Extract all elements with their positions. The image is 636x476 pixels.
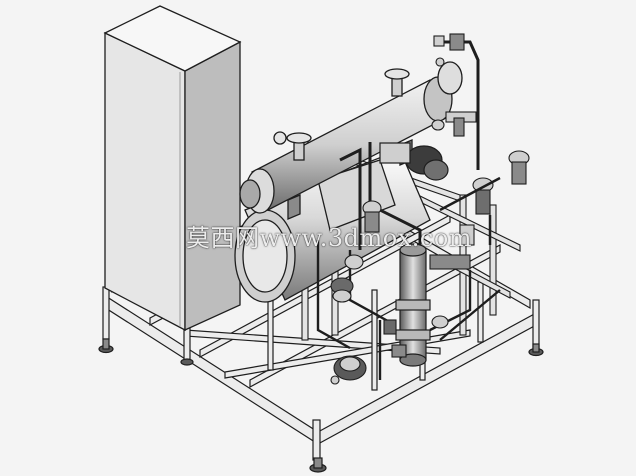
watermark-text: 莫西网www.3dmox.com: [186, 224, 473, 252]
heat-exchanger: [239, 61, 463, 220]
vertical-column: [395, 243, 431, 367]
lower-valves: [330, 200, 449, 385]
instrument-tree: [431, 33, 480, 170]
main-vessel: [234, 149, 431, 303]
right-valves: [429, 150, 530, 270]
pump-motor: [339, 142, 449, 310]
control-cabinet: [103, 5, 242, 332]
